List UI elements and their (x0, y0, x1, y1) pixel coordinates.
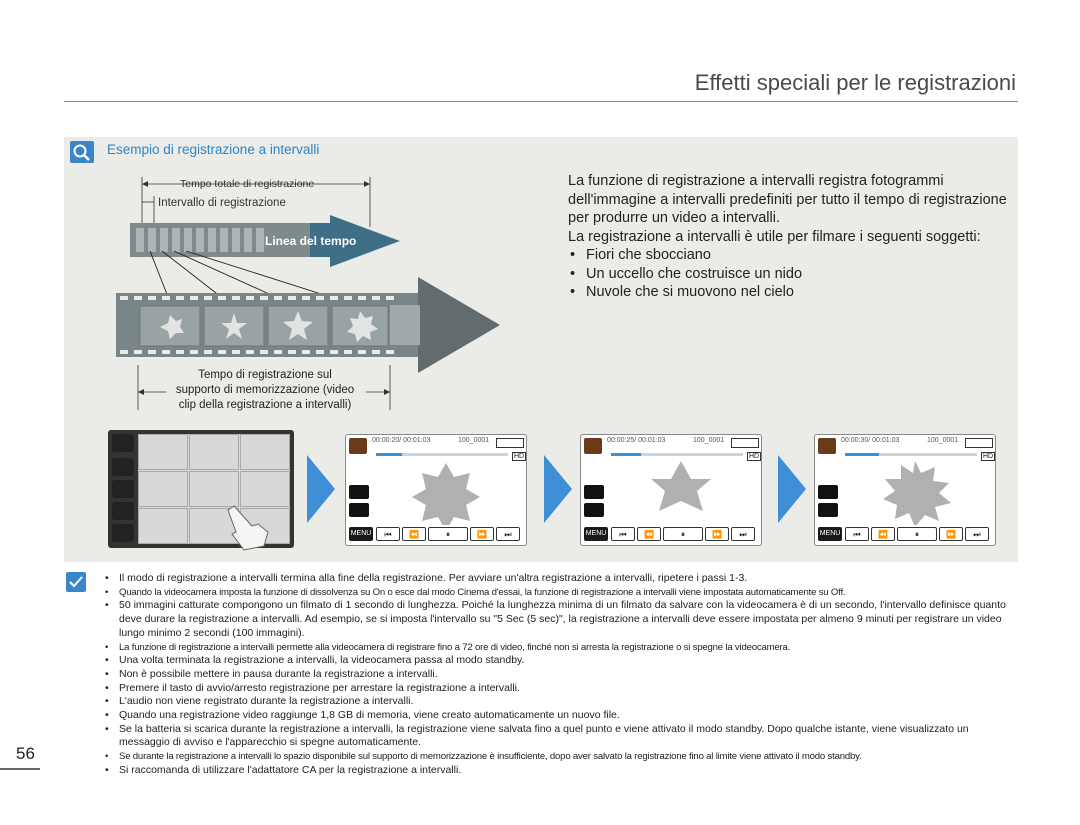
pause-button[interactable]: ⏸ (663, 527, 703, 541)
skip-back-button[interactable]: ⏮ (611, 527, 635, 541)
playback-screen: 00:00:20/ 00:01:03 100_0001 HD MENU ⏮ ⏪ … (345, 434, 527, 546)
battery-icon (731, 438, 759, 448)
fast-forward-button[interactable]: ⏩ (705, 527, 729, 541)
flower-image (651, 461, 711, 511)
title-divider (64, 101, 1018, 102)
timecode: 00:00:30/ 00:01:03 (841, 437, 900, 444)
play-mode-icon (584, 438, 602, 454)
skip-back-button[interactable]: ⏮ (845, 527, 869, 541)
list-item: Una volta terminata la registrazione a i… (104, 654, 1010, 668)
play-mode-icon (349, 438, 367, 454)
flower-image (412, 463, 480, 525)
quality-badge: HD (747, 452, 762, 461)
thumbnail-screen (108, 430, 294, 551)
list-item: Fiori che sbocciano (568, 246, 1008, 265)
skip-forward-button[interactable]: ⏭ (965, 527, 989, 541)
page-number-rule (0, 768, 40, 770)
list-item: Se la batteria si scarica durante la reg… (104, 723, 1010, 750)
quality-badge: HD (981, 452, 996, 461)
progress-bar[interactable] (611, 453, 743, 456)
list-item: Un uccello che costruisce un nido (568, 265, 1008, 284)
quality-badge: HD (512, 452, 527, 461)
list-item: Premere il tasto di avvio/arresto regist… (104, 682, 1010, 696)
description-paragraph: La funzione di registrazione a intervall… (568, 173, 1007, 226)
playback-screen: 00:00:25/ 00:01:03 100_0001 HD MENU ⏮ ⏪ … (580, 434, 762, 546)
list-item: La funzione di registrazione a intervall… (104, 641, 1010, 655)
battery-icon (965, 438, 993, 448)
list-item: Quando la videocamera imposta la funzion… (104, 586, 1010, 600)
rewind-button[interactable]: ⏪ (637, 527, 661, 541)
thumbnail-grid[interactable] (138, 434, 290, 544)
list-item: Nuvole che si muovono nel cielo (568, 283, 1008, 302)
list-item: Non è possibile mettere in pausa durante… (104, 668, 1010, 682)
total-time-label: Tempo totale di registrazione (180, 178, 315, 190)
pause-button[interactable]: ⏸ (428, 527, 468, 541)
skip-forward-button[interactable]: ⏭ (731, 527, 755, 541)
arrow-right-icon (307, 455, 335, 523)
rewind-button[interactable]: ⏪ (871, 527, 895, 541)
arrow-right-icon (544, 455, 572, 523)
notes-list: Il modo di registrazione a intervalli te… (104, 572, 1010, 778)
list-item: 50 immagini catturate compongono un film… (104, 599, 1010, 640)
camera-icon[interactable] (112, 524, 134, 542)
interval-label: Intervallo di registrazione (158, 197, 286, 209)
progress-bar[interactable] (376, 453, 508, 456)
playback-screen: 00:00:30/ 00:01:03 100_0001 HD MENU ⏮ ⏪ … (814, 434, 996, 546)
volume-icon[interactable] (818, 485, 838, 499)
file-number: 100_0001 (927, 437, 959, 444)
delete-icon[interactable] (112, 502, 134, 520)
pause-button[interactable]: ⏸ (897, 527, 937, 541)
subjects-list: Fiori che sbocciano Un uccello che costr… (568, 246, 1008, 302)
page-number: 56 (16, 744, 35, 763)
play-mode-icon (818, 438, 836, 454)
list-item: Si raccomanda di utilizzare l'adattatore… (104, 764, 1010, 778)
view-icon[interactable] (584, 503, 604, 517)
list-item: Il modo di registrazione a intervalli te… (104, 572, 1010, 586)
description-paragraph: La registrazione a intervalli è utile pe… (568, 228, 981, 245)
list-item: Quando una registrazione video raggiunge… (104, 709, 1010, 723)
fast-forward-button[interactable]: ⏩ (470, 527, 494, 541)
mode-icon[interactable] (112, 434, 134, 452)
page-title: Effetti speciali per le registrazioni (694, 70, 1016, 95)
timecode: 00:00:20/ 00:01:03 (372, 437, 431, 444)
film-icon[interactable] (112, 480, 134, 498)
skip-forward-button[interactable]: ⏭ (496, 527, 520, 541)
volume-icon[interactable] (349, 485, 369, 499)
interval-diagram (116, 177, 500, 410)
menu-button[interactable]: MENU (349, 527, 373, 541)
fast-forward-button[interactable]: ⏩ (939, 527, 963, 541)
section-title: Esempio di registrazione a intervalli (107, 142, 320, 157)
skip-back-button[interactable]: ⏮ (376, 527, 400, 541)
menu-button[interactable]: MENU (818, 527, 842, 541)
file-number: 100_0001 (458, 437, 490, 444)
flower-image (883, 461, 951, 525)
magnifier-icon (70, 141, 94, 163)
battery-icon (496, 438, 524, 448)
arrow-right-icon (778, 455, 806, 523)
view-icon[interactable] (349, 503, 369, 517)
note-icon (66, 572, 86, 592)
view-icon[interactable] (818, 503, 838, 517)
menu-button[interactable]: MENU (584, 527, 608, 541)
timecode: 00:00:25/ 00:01:03 (607, 437, 666, 444)
list-item: Se durante la registrazione a intervalli… (104, 750, 1010, 764)
description: La funzione di registrazione a intervall… (568, 172, 1008, 302)
rewind-button[interactable]: ⏪ (402, 527, 426, 541)
hand-pointer-icon (227, 505, 269, 551)
progress-bar[interactable] (845, 453, 977, 456)
playback-mode-icon[interactable] (112, 458, 134, 476)
volume-icon[interactable] (584, 485, 604, 499)
list-item: L'audio non viene registrato durante la … (104, 695, 1010, 709)
storage-time-label: Tempo di registrazione sul supporto di m… (175, 369, 355, 411)
timeline-label: Linea del tempo (265, 234, 357, 248)
file-number: 100_0001 (693, 437, 725, 444)
